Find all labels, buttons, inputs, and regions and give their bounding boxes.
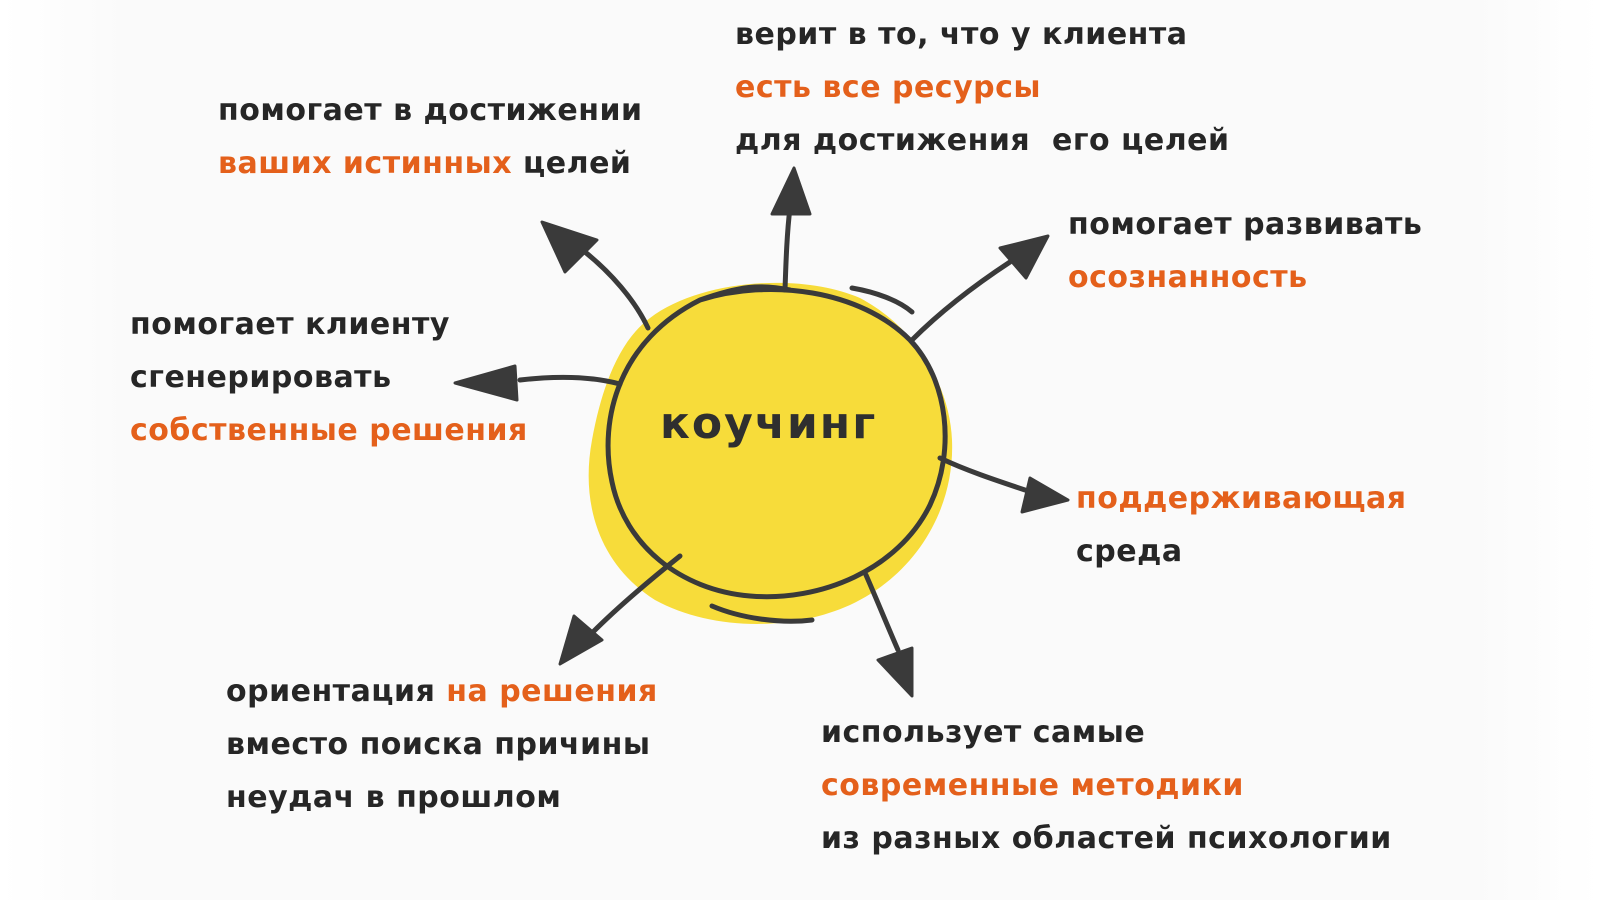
- item-methods: использует самые современные методики из р…: [821, 706, 1392, 865]
- plain-text: среда: [1076, 534, 1183, 569]
- text-line: сгенерировать: [130, 351, 528, 404]
- text-line: среда: [1076, 525, 1407, 578]
- highlighted-text: поддерживающая: [1076, 481, 1407, 516]
- item-solution-focus: ориентация на решения вместо поиска причи…: [226, 665, 658, 824]
- text-line: осознанность: [1068, 251, 1422, 304]
- arrow-to-solution-focus: [558, 553, 683, 666]
- item-supportive: поддерживающая среда: [1076, 472, 1407, 578]
- center-label-coaching: коучинг: [660, 398, 878, 449]
- text-line: поддерживающая: [1076, 472, 1407, 525]
- text-line: использует самые: [821, 706, 1392, 759]
- arrow-to-resources: [770, 166, 812, 293]
- plain-text: для достижения его целей: [735, 123, 1230, 158]
- text-line: собственные решения: [130, 404, 528, 457]
- highlighted-text: на решения: [446, 674, 658, 709]
- highlighted-text: современные методики: [821, 768, 1244, 803]
- arrow-to-own-solutions: [453, 364, 623, 402]
- arrow-to-awareness: [909, 234, 1050, 343]
- text-line: неудач в прошлом: [226, 771, 658, 824]
- text-line: есть все ресурсы: [735, 61, 1230, 114]
- highlighted-text: есть все ресурсы: [735, 70, 1042, 105]
- text-line: вместо поиска причины: [226, 718, 658, 771]
- plain-text: из разных областей психологии: [821, 821, 1392, 856]
- item-own-solutions: помогает клиенту сгенерировать собственные…: [130, 298, 528, 457]
- yellow-blob: [588, 282, 953, 624]
- plain-text: ориентация: [226, 674, 447, 709]
- text-line: верит в то, что у клиента: [735, 8, 1230, 61]
- text-line: для достижения его целей: [735, 114, 1230, 167]
- item-goals: помогает в достижении ваших истинных целе…: [218, 84, 643, 190]
- circle-outline: [605, 284, 948, 600]
- text-line: ориентация на решения: [226, 665, 658, 718]
- arrow-to-methods: [863, 572, 914, 698]
- plain-text: верит в то, что у клиента: [735, 17, 1188, 52]
- text-line: помогает развивать: [1068, 198, 1422, 251]
- highlighted-text: ваших истинных: [218, 146, 513, 181]
- highlighted-text: собственные решения: [130, 413, 528, 448]
- plain-text: помогает развивать: [1068, 207, 1423, 242]
- item-resources: верит в то, что у клиента есть все ресурс…: [735, 8, 1230, 167]
- plain-text: использует самые: [821, 715, 1146, 750]
- highlighted-text: осознанность: [1068, 260, 1308, 295]
- arrow-to-supportive: [937, 455, 1070, 514]
- plain-text: помогает в достижении: [218, 93, 643, 128]
- arrow-to-goals: [540, 220, 651, 331]
- plain-text: сгенерировать: [130, 360, 392, 395]
- circle-accent-top: [849, 285, 915, 315]
- item-awareness: помогает развивать осознанность: [1068, 198, 1422, 304]
- text-line: из разных областей психологии: [821, 812, 1392, 865]
- text-line: помогает клиенту: [130, 298, 528, 351]
- plain-text: помогает клиенту: [130, 307, 450, 342]
- plain-text: целей: [512, 146, 632, 181]
- plain-text: вместо поиска причины: [226, 727, 651, 762]
- plain-text: неудач в прошлом: [226, 780, 562, 815]
- text-line: помогает в достижении: [218, 84, 643, 137]
- circle-accent-bottom: [709, 603, 815, 624]
- text-line: современные методики: [821, 759, 1392, 812]
- text-line: ваших истинных целей: [218, 137, 643, 190]
